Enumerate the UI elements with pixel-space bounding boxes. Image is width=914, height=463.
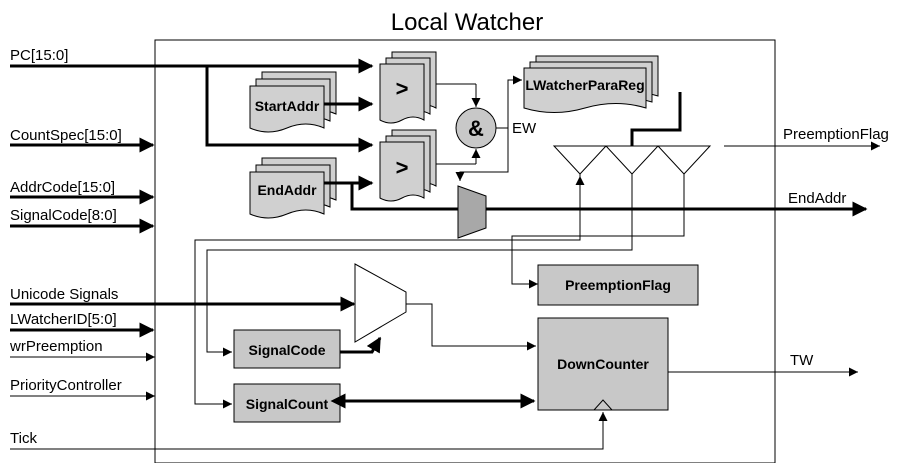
- signal-select-mux: [354, 263, 407, 343]
- mux-to-downcounter: [406, 303, 536, 351]
- output-tw-label: TW: [790, 352, 814, 369]
- signal-code-register-label: SignalCode: [248, 342, 325, 358]
- input-unicode-signals-label: Unicode Signals: [10, 286, 118, 303]
- start-comparator: >: [379, 51, 437, 124]
- paramreg-to-buffers: [630, 92, 682, 146]
- signal-count-register-label: SignalCount: [246, 396, 329, 412]
- end-comparator: >: [379, 129, 437, 202]
- output-preemptionflag-label: PreemptionFlag: [783, 126, 889, 143]
- buffer-1: [552, 145, 608, 175]
- down-counter-label: DownCounter: [557, 356, 649, 372]
- start-addr-label: StartAddr: [255, 98, 320, 114]
- input-tick-label: Tick: [10, 430, 37, 447]
- input-lwatcherid-label: LWatcherID[5:0]: [10, 311, 117, 328]
- ew-to-paramreg: [507, 75, 522, 128]
- lwatcher-para-reg-label: LWatcherParaReg: [525, 77, 644, 93]
- signalcode-to-mux: [340, 336, 382, 354]
- endaddr-mux: [457, 185, 487, 239]
- start-comparator-op: >: [396, 76, 409, 101]
- buffer-3: [656, 145, 712, 175]
- input-signalcode-label: SignalCode[8:0]: [10, 207, 117, 224]
- signal-count-register: [233, 383, 341, 423]
- and-gate-op: &: [468, 116, 484, 141]
- buffer-2: [604, 145, 660, 175]
- input-wrpreemption-label: wrPreemption: [9, 338, 103, 355]
- end-addr-label: EndAddr: [257, 182, 317, 198]
- lwatcher-para-reg-block: LWatcherParaReg: [523, 55, 659, 113]
- ew-label: EW: [512, 120, 537, 137]
- buffer3-to-preemptionflag: [511, 174, 685, 289]
- start-addr-block: StartAddr: [249, 71, 337, 133]
- input-countspec-label: CountSpec[15:0]: [10, 127, 122, 144]
- diagram-title: Local Watcher: [391, 9, 544, 36]
- end-addr-block: EndAddr: [249, 157, 337, 219]
- end-comparator-op: >: [396, 155, 409, 180]
- pc-bus-branch: [205, 66, 374, 153]
- input-prioritycontroller-label: PriorityController: [10, 377, 122, 394]
- signal-code-register: [233, 329, 341, 369]
- input-pc-label: PC[15:0]: [10, 47, 68, 64]
- down-counter-block: [537, 317, 669, 411]
- ew-to-mux: [455, 128, 509, 181]
- endaddr-output-bus: [340, 181, 868, 217]
- tick-line: [10, 412, 608, 450]
- preemption-flag-register-label: PreemptionFlag: [565, 277, 671, 293]
- input-addrcode-label: AddrCode[15:0]: [10, 179, 115, 196]
- preemption-flag-register: [537, 264, 699, 306]
- module-boundary: [154, 39, 776, 463]
- clock-edge-symbol: [593, 399, 613, 411]
- output-endaddr-label: EndAddr: [788, 190, 846, 207]
- buffer2-loop: [206, 174, 633, 357]
